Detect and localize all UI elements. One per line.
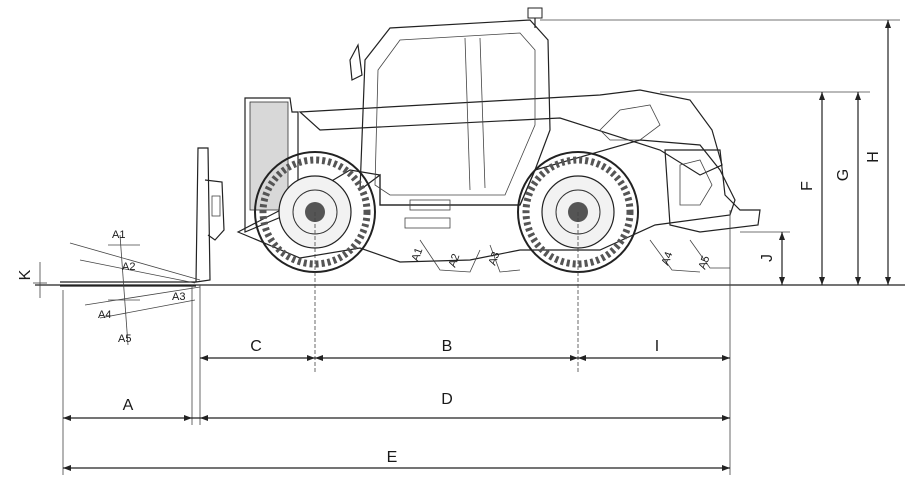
label-c: C xyxy=(250,338,262,355)
angle-label-a3-rear: A3 xyxy=(487,250,503,267)
label-h: H xyxy=(865,151,882,163)
angle-label-a4-front: A4 xyxy=(660,250,676,267)
label-j: J xyxy=(759,254,776,262)
angle-label-a4: A4 xyxy=(98,309,111,321)
angle-label-a1-rear: A1 xyxy=(410,246,426,263)
label-f: F xyxy=(799,181,816,191)
angle-label-a1: A1 xyxy=(112,229,125,241)
angle-label-a2: A2 xyxy=(122,261,135,273)
fork-carriage xyxy=(33,147,225,346)
dimension-j xyxy=(779,232,785,285)
dimension-row-a-d xyxy=(63,415,730,421)
label-a: A xyxy=(123,397,134,414)
label-i: I xyxy=(655,338,659,355)
label-g: G xyxy=(835,169,852,181)
label-d: D xyxy=(441,391,453,408)
dimension-g xyxy=(855,92,861,285)
angle-label-a3: A3 xyxy=(172,291,185,303)
angle-label-a5-front: A5 xyxy=(697,254,713,271)
label-b: B xyxy=(442,338,453,355)
machine-body xyxy=(236,7,761,273)
dimension-row-e xyxy=(63,465,730,471)
label-e: E xyxy=(387,449,398,466)
label-k: K xyxy=(17,269,34,280)
dimension-f xyxy=(819,92,825,285)
angle-label-a2-rear: A2 xyxy=(447,252,463,269)
dimension-h xyxy=(885,20,891,285)
dimension-row-c-b-i xyxy=(200,355,730,361)
angle-label-a5: A5 xyxy=(118,333,131,345)
